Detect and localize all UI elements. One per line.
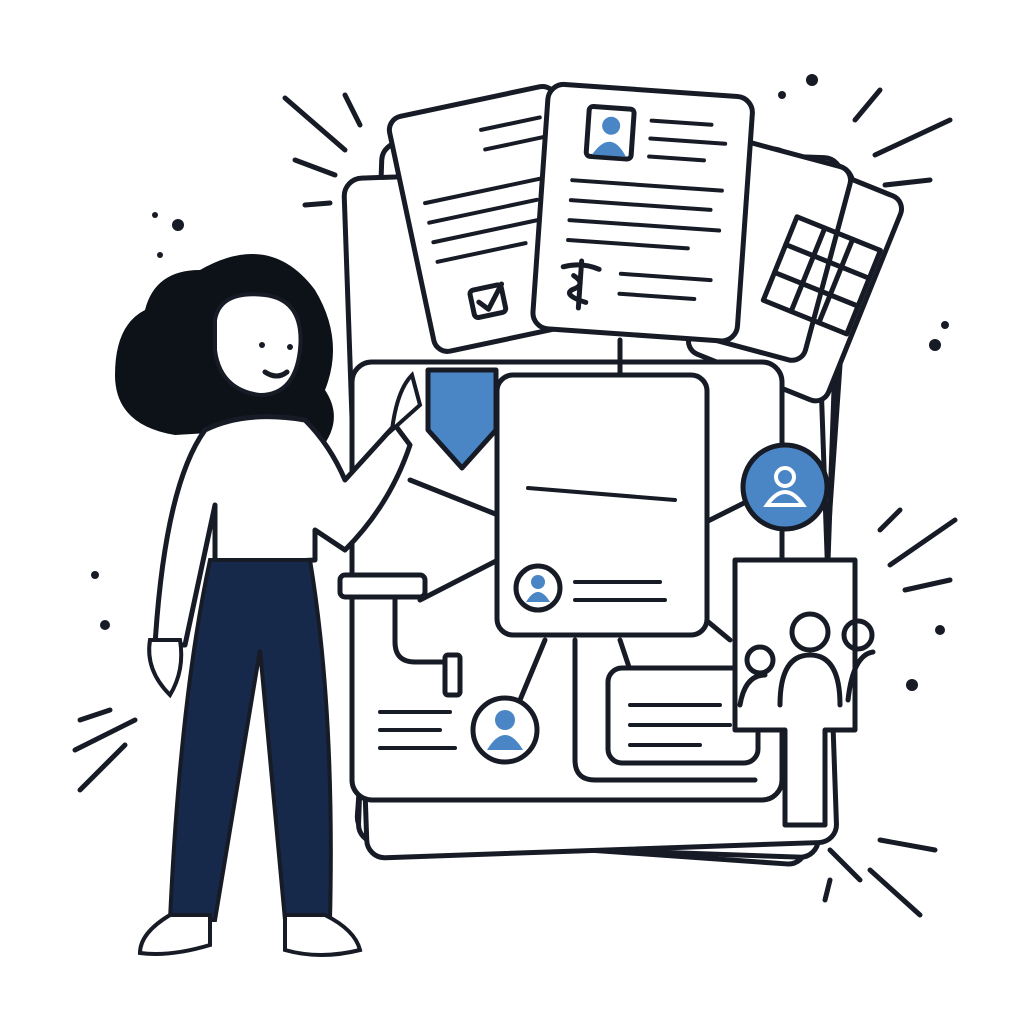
shoe-right (283, 913, 363, 957)
torso (152, 414, 413, 648)
dots (91, 74, 949, 845)
burst-lines (72, 87, 958, 918)
woman-figure (115, 254, 423, 957)
person-avatar-icon (526, 575, 550, 602)
pipe-icon (337, 572, 463, 698)
shoe-left (137, 913, 212, 956)
calendar-grid-icon (760, 214, 883, 337)
person-avatar-icon (487, 710, 523, 750)
face (213, 292, 303, 398)
group-people-icon (737, 611, 876, 708)
main-board (337, 337, 876, 828)
person-avatar-icon (592, 116, 627, 157)
pants (167, 558, 333, 922)
person-avatar-icon (763, 466, 807, 507)
medical-resume-document (530, 81, 755, 344)
shield-icon (425, 367, 499, 471)
caduceus-icon (560, 258, 602, 311)
